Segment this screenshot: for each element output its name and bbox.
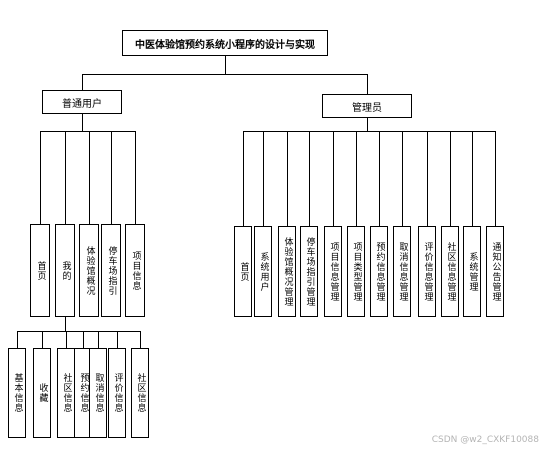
connector-line [356, 131, 357, 227]
connector-line [82, 114, 83, 132]
mine-child-community-info-2: 社区信息 [131, 348, 149, 438]
connector-line [135, 131, 136, 225]
admin-module-cancel-mgmt: 取消信息管理 [393, 226, 411, 317]
admin-module-system-users: 系统用户 [254, 226, 272, 317]
connector-line [225, 56, 226, 75]
mine-child-review-info: 评价信息 [108, 348, 126, 438]
connector-line [82, 74, 368, 75]
connector-line [40, 131, 136, 132]
connector-line [367, 118, 368, 132]
mine-child-community-info: 社区信息 [57, 348, 75, 438]
user-module-overview: 体验馆概况 [79, 224, 99, 317]
connector-line [427, 131, 428, 227]
admin-module-project-mgmt: 项目信息管理 [324, 226, 342, 317]
user-module-parking: 停车场指引 [101, 224, 121, 317]
admin-module-review-mgmt: 评价信息管理 [418, 226, 436, 317]
connector-line [40, 131, 41, 225]
admin-branch-box: 管理员 [322, 94, 412, 118]
connector-line [140, 331, 141, 349]
connector-line [89, 131, 90, 225]
connector-line [17, 331, 141, 332]
mine-child-favorites: 收藏 [33, 348, 51, 438]
admin-module-community-mgmt: 社区信息管理 [441, 226, 459, 317]
connector-line [287, 131, 288, 227]
connector-line [66, 331, 67, 349]
user-module-mine: 我的 [55, 224, 75, 317]
connector-line [111, 131, 112, 225]
connector-line [472, 131, 473, 227]
connector-line [333, 131, 334, 227]
connector-line [379, 131, 380, 227]
connector-line [65, 317, 66, 332]
connector-line [450, 131, 451, 227]
admin-module-notice-mgmt: 通知公告管理 [486, 226, 504, 317]
connector-line [65, 131, 66, 225]
connector-line [402, 131, 403, 227]
admin-module-system-mgmt: 系统管理 [463, 226, 481, 317]
connector-line [495, 131, 496, 227]
admin-module-booking-mgmt: 预约信息管理 [370, 226, 388, 317]
watermark: CSDN @w2_CXKF10088 [431, 435, 539, 445]
admin-module-parking-mgmt: 停车场指引管理 [300, 226, 318, 317]
user-branch-box: 普通用户 [42, 90, 122, 114]
user-module-home: 首页 [30, 224, 50, 317]
connector-line [263, 131, 264, 227]
connector-line [17, 331, 18, 349]
connector-line [309, 131, 310, 227]
connector-line [243, 131, 496, 132]
user-module-project: 项目信息 [125, 224, 145, 317]
connector-line [98, 331, 99, 349]
mine-child-cancel-info: 取消信息 [89, 348, 107, 438]
connector-line [42, 331, 43, 349]
connector-line [367, 74, 368, 95]
connector-line [83, 331, 84, 349]
admin-module-project-type-mgmt: 项目类型管理 [347, 226, 365, 317]
connector-line [82, 74, 83, 91]
admin-module-overview-mgmt: 体验馆概况管理 [278, 226, 296, 317]
admin-module-home: 首页 [234, 226, 252, 317]
mine-child-basic-info: 基本信息 [8, 348, 26, 438]
connector-line [243, 131, 244, 227]
root-title-box: 中医体验馆预约系统小程序的设计与实现 [122, 30, 328, 56]
connector-line [117, 331, 118, 349]
